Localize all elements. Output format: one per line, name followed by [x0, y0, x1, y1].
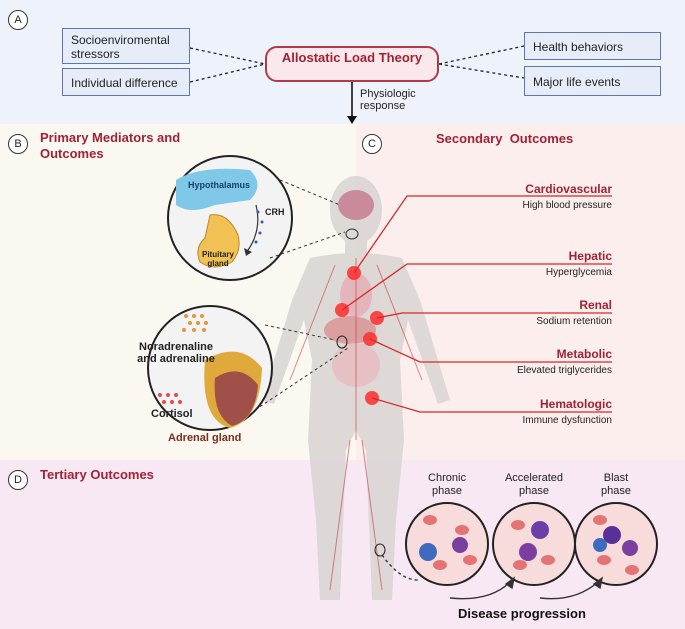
panel-label-d: D: [8, 470, 28, 490]
outcome-name: Renal: [579, 298, 612, 312]
blood-smears: [405, 502, 658, 586]
outcome-metabolic: Metabolic Elevated triglycerides: [492, 347, 612, 376]
individual-difference-box: Individual difference: [62, 68, 190, 96]
adrenal-marker: [336, 335, 348, 349]
progression-arrows: [381, 554, 604, 600]
panel-label-c: C: [362, 134, 382, 154]
panel-label-a: A: [8, 10, 28, 30]
outcome-cardiovascular: Cardiovascular High blood pressure: [492, 182, 613, 211]
crh-label: CRH: [265, 207, 285, 217]
adrenal-inset-connectors: [254, 324, 349, 411]
hypothalamus-inset: [167, 155, 293, 281]
phase-chronic: Chronic phase: [428, 472, 466, 497]
outcome-desc: High blood pressure: [522, 200, 613, 211]
blood-vessels: [289, 258, 423, 591]
hypothalamus-label: Hypothalamus: [188, 180, 251, 190]
outcome-hepatic: Hepatic Hyperglycemia: [492, 249, 612, 278]
outcome-name: Hematologic: [539, 397, 612, 411]
phase-blast: Blast phase: [601, 472, 631, 497]
outcome-name: Cardiovascular: [525, 182, 612, 196]
pituitary-label: Pituitary gland: [201, 250, 234, 268]
primary-mediators-title: Primary Mediators and Outcomes: [40, 130, 181, 161]
secondary-outcomes-title: Secondary Outcomes: [436, 131, 574, 146]
brain-inset-connectors: [269, 179, 346, 259]
socioenviromental-box: Socioenviromental stressors: [62, 28, 190, 64]
major-life-events-box: Major life events: [524, 66, 661, 96]
noradrenaline-label: Noradrenaline and adrenaline: [137, 341, 215, 365]
outcome-renal: Renal Sodium retention: [492, 298, 612, 327]
leg-marker: [374, 543, 386, 557]
panel-label-b: B: [8, 134, 28, 154]
health-behaviors-box: Health behaviors: [524, 32, 661, 60]
brain-icon: [338, 190, 374, 240]
outcome-desc: Sodium retention: [536, 316, 612, 327]
adrenal-gland-label: Adrenal gland: [168, 432, 242, 444]
allostatic-load-theory: Allostatic Load Theory: [265, 46, 439, 82]
outcome-desc: Hyperglycemia: [545, 267, 612, 278]
outcome-name: Hepatic: [568, 249, 612, 263]
outcome-hematologic: Hematologic Immune dysfunction: [492, 397, 613, 426]
adrenal-inset: [147, 305, 273, 431]
physiologic-arrow: [347, 82, 357, 124]
outcome-desc: Elevated triglycerides: [516, 365, 612, 376]
cortisol-label: Cortisol: [151, 408, 193, 420]
disease-progression-label: Disease progression: [458, 606, 586, 621]
outcome-desc: Immune dysfunction: [522, 415, 613, 426]
theory-connectors: [189, 45, 525, 83]
outcome-connectors: [341, 195, 612, 413]
outcome-name: Metabolic: [556, 347, 612, 361]
physiologic-response-label: Physiologic response: [360, 88, 416, 112]
tertiary-outcomes-title: Tertiary Outcomes: [40, 467, 154, 482]
phase-accelerated: Accelerated phase: [504, 472, 564, 497]
